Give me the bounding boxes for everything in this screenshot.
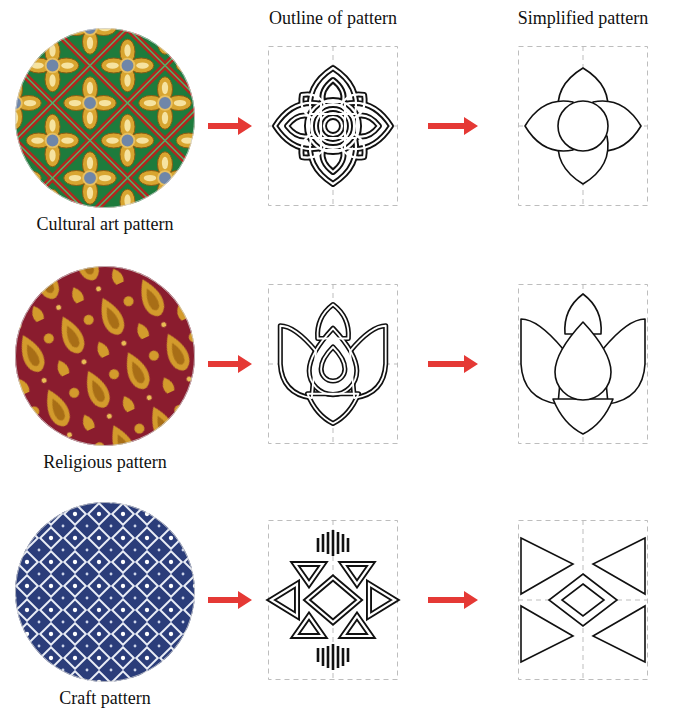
simplified-lotus-part <box>521 294 645 434</box>
outline-craft-part-part <box>271 564 395 636</box>
simplified-flower-part-part <box>525 68 641 184</box>
outline-lotus <box>268 284 398 444</box>
outline-lotus-part <box>268 284 398 444</box>
simplified-craft-part-part <box>521 538 645 662</box>
circle-outline <box>15 266 195 446</box>
circle-border <box>16 267 195 446</box>
simplified-craft-part <box>521 538 645 662</box>
cultural-art-photo <box>15 28 195 208</box>
arrow <box>428 591 478 609</box>
circle-outline <box>15 502 195 682</box>
outline-craft <box>268 520 398 680</box>
outline-lotus-part <box>280 305 385 424</box>
arrow <box>428 355 478 373</box>
outline-craft-part-part <box>317 530 350 670</box>
simplified-lotus-part-part <box>521 294 645 434</box>
pattern-photo-circle: Craft pattern <box>15 502 195 682</box>
religious-photo <box>15 266 195 446</box>
pattern-photo-circle: Religious pattern <box>15 266 195 446</box>
outline-lotus-part-part <box>280 305 385 424</box>
outline-flower-part <box>268 46 398 206</box>
outline-craft-part-part <box>271 564 395 636</box>
simplified-craft <box>518 520 648 680</box>
circle-border <box>16 503 195 682</box>
column-heading: Simplified pattern <box>518 8 648 30</box>
outline-flower-part <box>275 68 391 184</box>
arrow <box>208 117 252 135</box>
outline-craft-part <box>271 530 395 670</box>
simplified-lotus-part <box>518 284 648 444</box>
simplified-craft-part <box>518 520 648 680</box>
outline-flower-part-part <box>275 68 391 184</box>
pattern-caption: Religious pattern <box>0 452 215 474</box>
outline-flower-part-part <box>275 68 391 184</box>
outline-lotus-part-part <box>280 305 385 424</box>
circle-border <box>16 29 195 208</box>
arrow <box>428 117 478 135</box>
pattern-photos <box>15 28 195 682</box>
simplified-flower-part <box>525 68 641 184</box>
pattern-caption: Cultural art pattern <box>0 214 215 236</box>
pattern-photo-circle: Cultural art pattern <box>15 28 195 208</box>
craft-photo <box>15 502 195 682</box>
simplified-lotus <box>518 284 648 444</box>
simplified-flower-part <box>518 46 648 206</box>
arrow <box>208 591 252 609</box>
outline-craft-part <box>268 520 398 680</box>
pattern-caption: Craft pattern <box>0 688 215 710</box>
circle-outline <box>15 28 195 208</box>
arrow <box>208 355 252 373</box>
outline-flower <box>268 46 398 206</box>
column-heading: Outline of pattern <box>269 8 397 30</box>
simplified-flower <box>518 46 648 206</box>
